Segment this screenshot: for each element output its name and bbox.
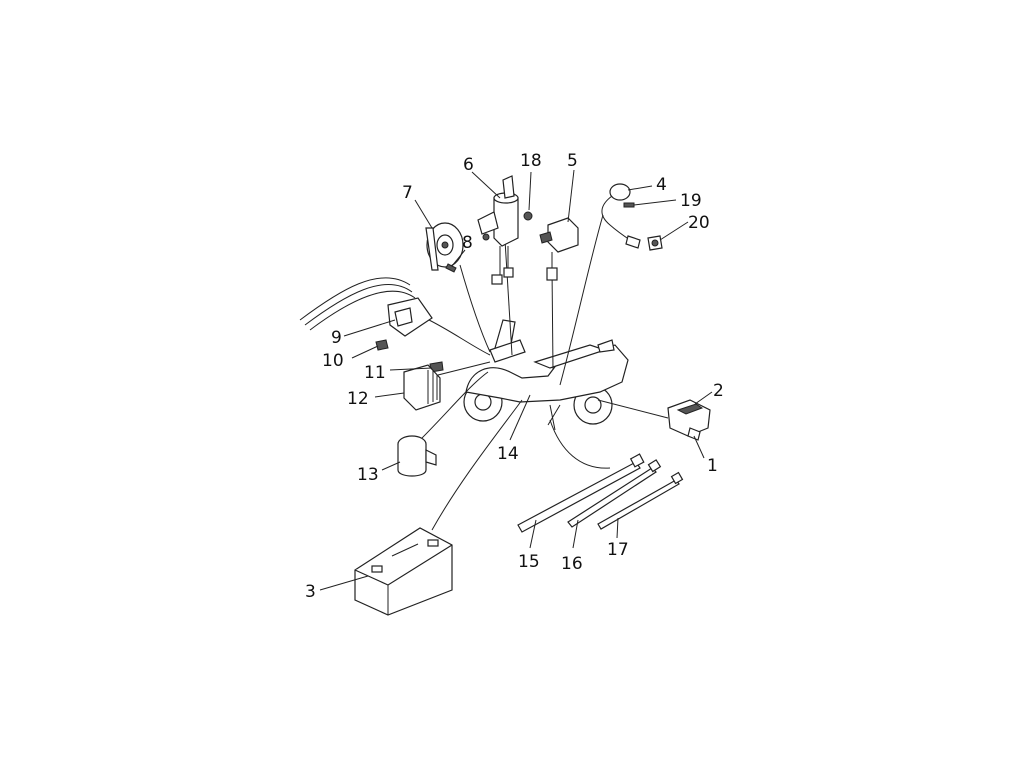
ignition-switch (477, 175, 519, 285)
callout-9: 9 (331, 328, 342, 348)
sensor-cable (601, 183, 663, 251)
cable-ties (517, 453, 684, 533)
callout-17: 17 (607, 540, 629, 560)
screw-18 (523, 211, 533, 221)
callout-14: 14 (497, 444, 519, 464)
callout-8: 8 (462, 233, 473, 253)
bolt-10 (375, 339, 389, 351)
wire-connector (667, 399, 711, 441)
callout-20: 20 (688, 213, 710, 233)
callout-16: 16 (561, 554, 583, 574)
callout-10: 10 (322, 351, 344, 371)
callout-pointers (319, 169, 713, 591)
screw-8 (445, 263, 457, 273)
battery (354, 527, 453, 616)
callout-13: 13 (357, 465, 379, 485)
callout-18: 18 (520, 151, 542, 171)
starter-relay (539, 217, 579, 281)
callout-19: 19 (680, 191, 702, 211)
callout-6: 6 (463, 155, 474, 175)
callout-3: 3 (305, 582, 316, 602)
cdi-unit (299, 277, 433, 337)
callout-7: 7 (402, 183, 413, 203)
leader-lines (419, 214, 669, 531)
callout-labels: 1 2 3 4 5 6 7 8 9 10 11 12 13 14 15 16 1… (305, 151, 724, 602)
horn (425, 222, 464, 271)
callout-15: 15 (518, 552, 540, 572)
callout-5: 5 (567, 151, 578, 171)
callout-2: 2 (713, 381, 724, 401)
callout-11: 11 (364, 363, 386, 383)
flasher-relay (397, 435, 437, 477)
callout-4: 4 (656, 175, 667, 195)
scooter-frame (463, 319, 629, 431)
callout-1: 1 (707, 456, 718, 476)
callout-12: 12 (347, 389, 369, 409)
regulator-rectifier (403, 364, 441, 411)
